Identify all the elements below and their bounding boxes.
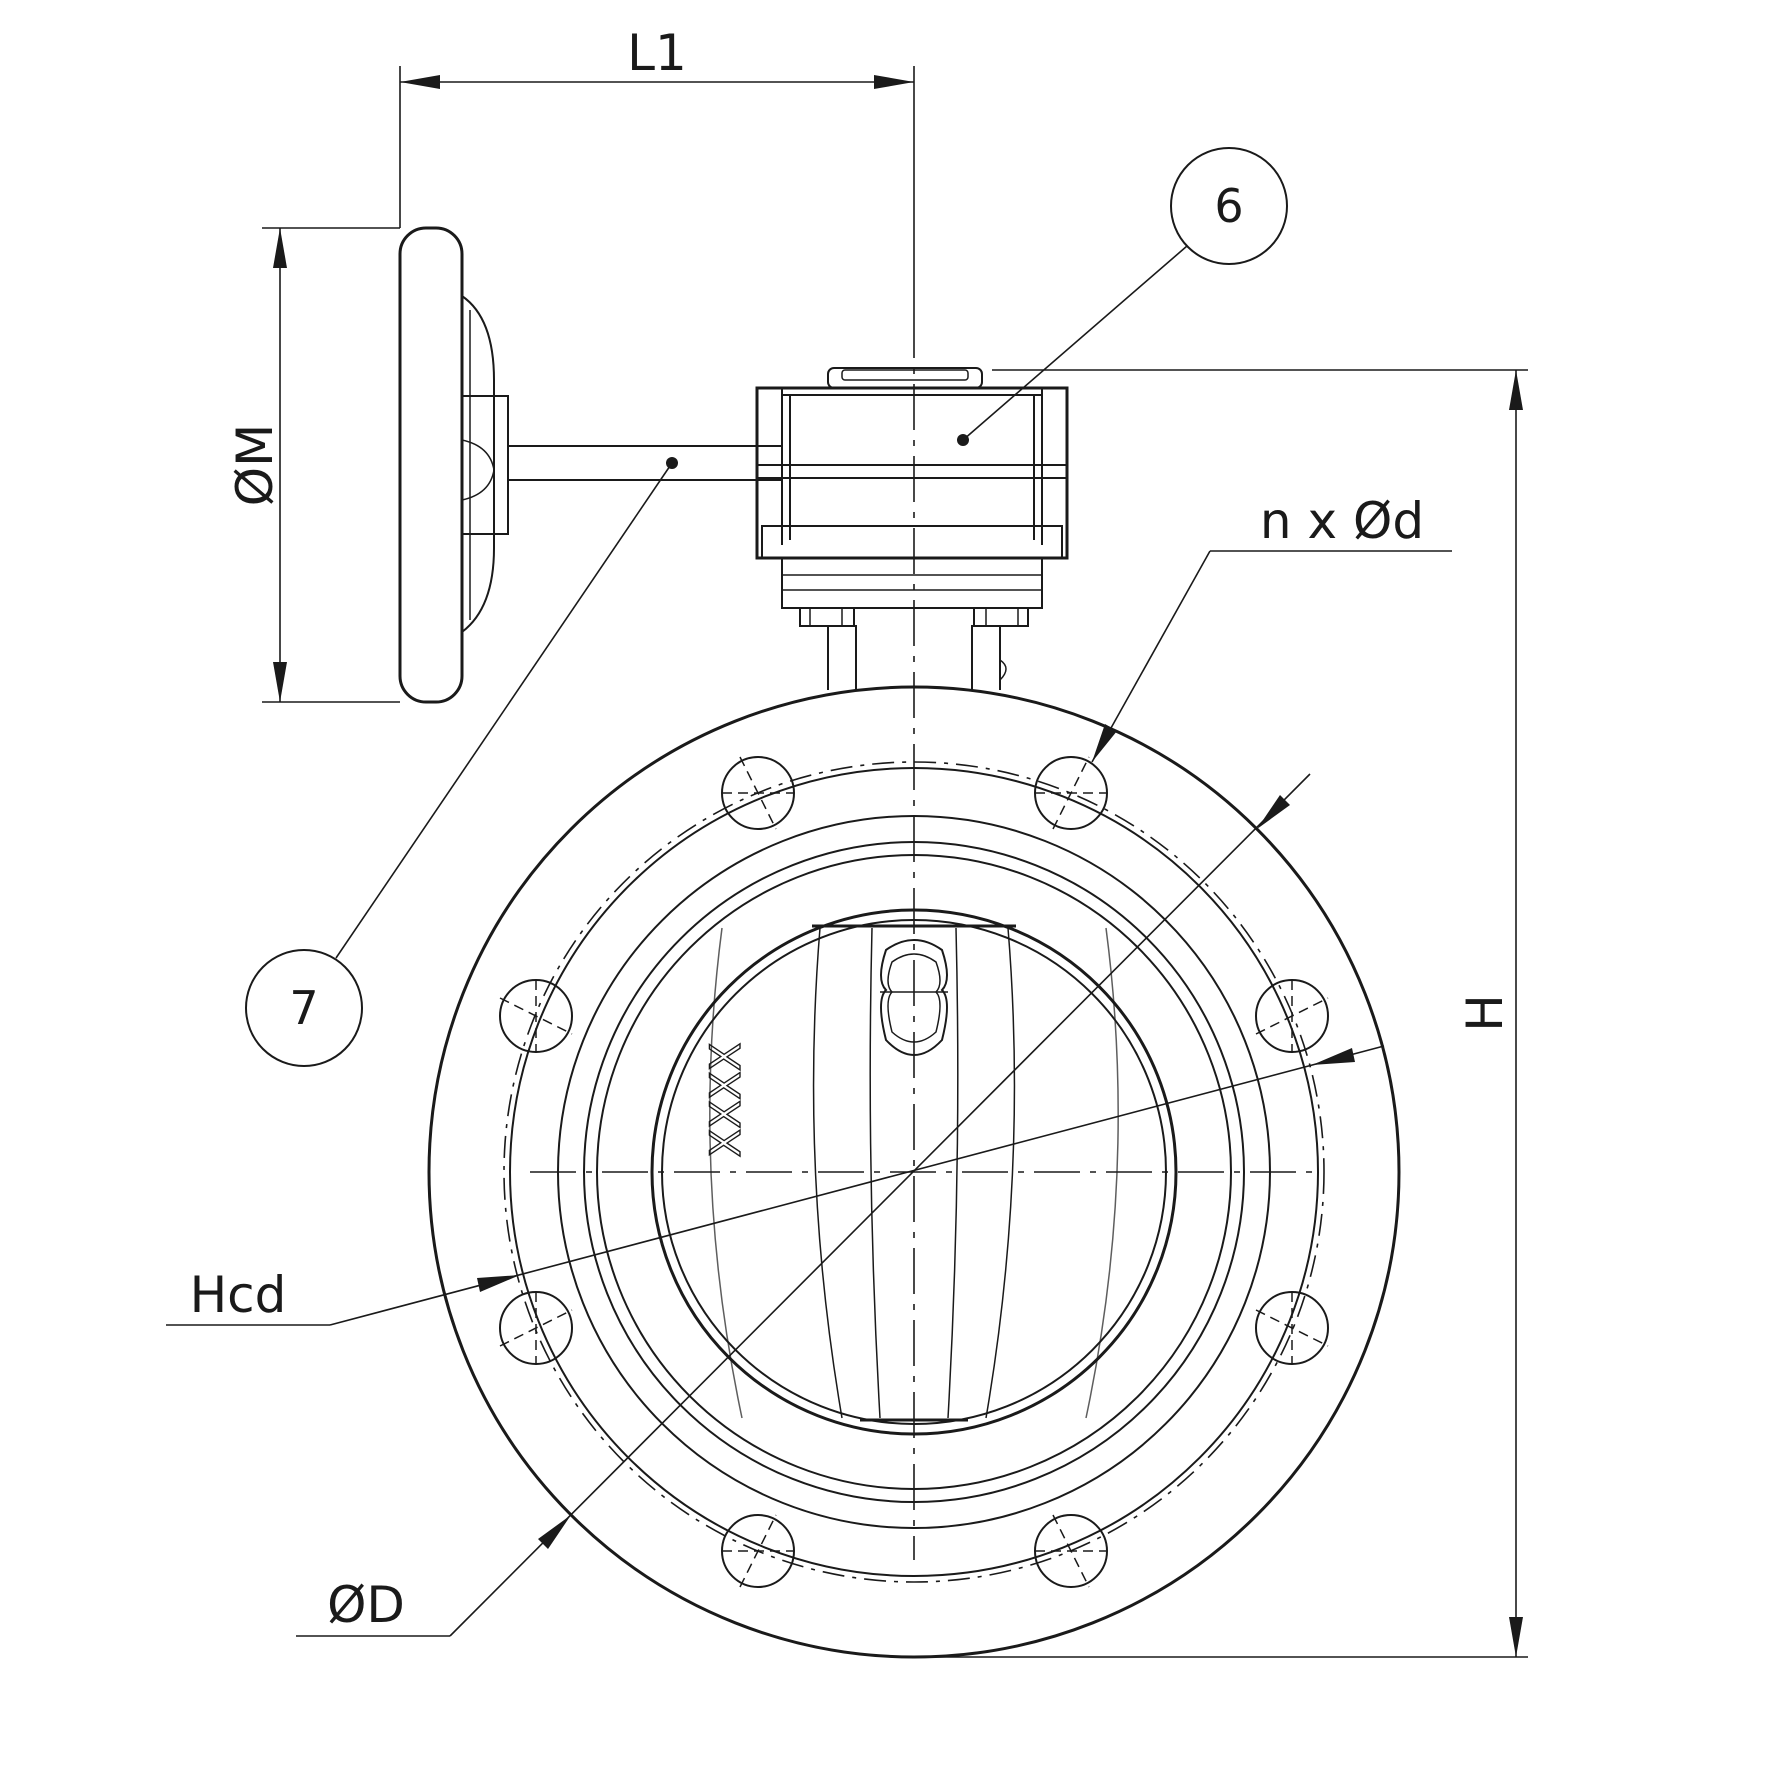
bolt-hole	[721, 1514, 795, 1588]
label-h: H	[1456, 994, 1514, 1032]
bolt-hole	[1255, 979, 1329, 1053]
callout-handwheel: 7	[245, 457, 678, 1067]
dim-nd: n x Ød	[1091, 492, 1452, 763]
dim-m: ØM	[226, 227, 400, 703]
handwheel	[398, 226, 782, 704]
bolt-hole	[1034, 756, 1108, 830]
gearbox-housing	[755, 386, 1069, 560]
dim-d: ØD	[296, 773, 1311, 1637]
dim-l1: L1	[399, 24, 915, 312]
gearbox	[755, 367, 1069, 609]
valve-disc: XXXX	[700, 924, 1119, 1422]
callout-gearbox: 6	[957, 147, 1288, 446]
label-l1: L1	[627, 24, 687, 82]
bolt-hole	[1034, 1514, 1108, 1588]
callout-7-label: 7	[289, 981, 318, 1035]
bolt-circle	[503, 761, 1325, 1583]
bolt-hole	[721, 756, 795, 830]
dim-h: H	[914, 369, 1528, 1658]
center-lines	[530, 312, 1320, 1560]
bolt-hole	[1255, 1291, 1329, 1365]
label-m: ØM	[226, 424, 284, 507]
stem-slot	[880, 939, 948, 1056]
label-d: ØD	[327, 1576, 405, 1634]
label-nd: n x Ød	[1260, 492, 1424, 550]
gearbox-top-cap	[827, 367, 983, 389]
handwheel-rim	[398, 226, 464, 704]
label-hcd: Hcd	[190, 1266, 287, 1324]
bolt-hole	[499, 979, 573, 1053]
bolt-holes	[499, 756, 1329, 1588]
disc-marking: XXXX	[701, 1042, 750, 1157]
bolt-hole	[499, 1291, 573, 1365]
dim-hcd: Hcd	[166, 1045, 1385, 1326]
callout-6-label: 6	[1214, 179, 1243, 233]
